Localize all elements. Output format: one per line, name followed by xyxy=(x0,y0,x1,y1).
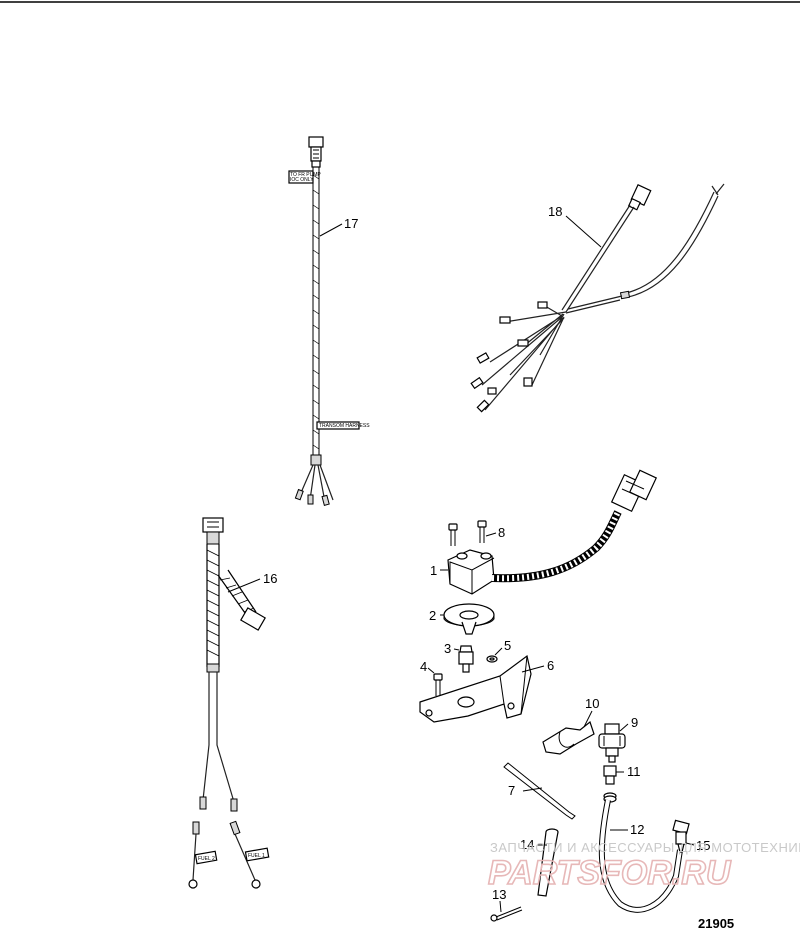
callout-16: 16 xyxy=(263,571,277,586)
callout-9: 9 xyxy=(631,715,638,730)
pin-13 xyxy=(490,906,523,922)
figure-number: 21905 xyxy=(698,916,734,931)
watermark-caption: ЗАПЧАСТИ И АКСЕССУАРЫ ДЛЯ МОТОТЕХНИКИ xyxy=(490,840,800,855)
callout-15: 15 xyxy=(696,838,710,853)
tag-16-left: FUEL 2 xyxy=(198,856,215,862)
tag-17-top-line1: TO FR PUMP xyxy=(290,172,321,178)
callout-12: 12 xyxy=(630,822,644,837)
callout-7: 7 xyxy=(508,783,515,798)
tube-14 xyxy=(537,828,559,897)
bracket-6 xyxy=(419,654,532,723)
callout-18: 18 xyxy=(548,204,562,219)
plate-2 xyxy=(443,603,495,635)
harness-16: FUEL 2 FUEL 1 xyxy=(188,517,270,889)
hose-12 xyxy=(598,799,683,913)
callout-8: 8 xyxy=(498,525,505,540)
harness-17: TO FR PUMP IOC ONLY TRANSOM HARNESS xyxy=(288,136,370,506)
tag-17-top-line2: IOC ONLY xyxy=(290,177,314,183)
clip-10 xyxy=(542,720,595,755)
callout-3: 3 xyxy=(444,641,451,656)
callout-6: 6 xyxy=(547,658,554,673)
tag-17-bottom: TRANSOM HARNESS xyxy=(319,423,370,429)
callout-17: 17 xyxy=(344,216,358,231)
tag-16-right: FUEL 1 xyxy=(248,853,265,859)
strap-7 xyxy=(503,762,576,820)
harness-18 xyxy=(470,183,725,413)
callout-1: 1 xyxy=(430,563,437,578)
screws-8 xyxy=(448,520,487,546)
callout-13: 13 xyxy=(492,887,506,902)
fitting-3 xyxy=(458,645,474,673)
callout-14: 14 xyxy=(520,837,534,852)
fitting-15 xyxy=(672,819,690,853)
sensor-1 xyxy=(447,469,658,595)
watermark-logo: PARTSFOR.RU xyxy=(488,854,732,892)
fitting-11 xyxy=(603,765,617,803)
callout-10: 10 xyxy=(585,696,599,711)
sender-9 xyxy=(598,723,626,763)
callout-2: 2 xyxy=(429,608,436,623)
callout-11: 11 xyxy=(627,764,641,779)
bolt-4 xyxy=(433,673,443,696)
callout-5: 5 xyxy=(504,638,511,653)
callout-4: 4 xyxy=(420,659,427,674)
washer-5 xyxy=(486,655,498,663)
